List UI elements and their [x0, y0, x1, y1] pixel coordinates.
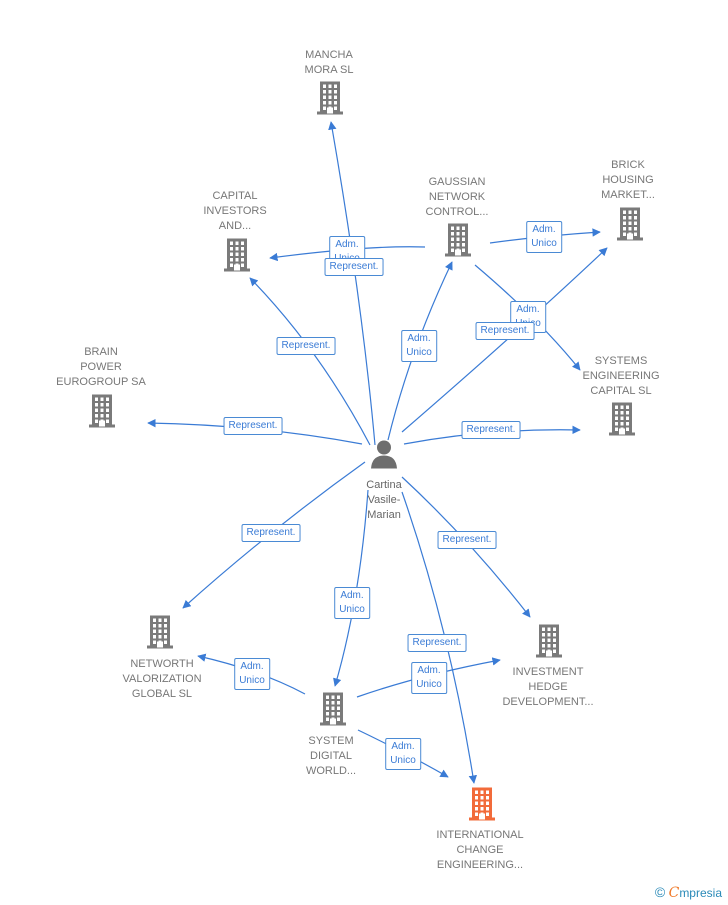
company-label-systems[interactable]: SYSTEMS ENGINEERING CAPITAL SL — [582, 355, 660, 397]
building-icon[interactable] — [316, 80, 344, 121]
edge-role-tag: Represent. — [276, 337, 336, 355]
edge-line — [249, 277, 371, 446]
edge-role-tag: Adm. Unico — [411, 662, 447, 694]
company-label-sdw[interactable]: SYSTEM DIGITAL WORLD... — [305, 735, 357, 777]
edge-role-tag: Represent. — [437, 531, 497, 549]
edge-role-tag: Represent. — [475, 322, 535, 340]
edge-role-tag: Represent. — [324, 258, 384, 276]
edge-role-tag: Adm. Unico — [334, 587, 370, 619]
edge-line — [401, 491, 477, 784]
edge-role-tag: Adm. Unico — [401, 330, 437, 362]
company-label-mancha[interactable]: MANCHA MORA SL — [304, 49, 354, 76]
building-icon[interactable] — [146, 614, 174, 655]
copyright-icon: © — [654, 884, 666, 900]
edge-line — [328, 121, 376, 446]
person-icon[interactable] — [369, 439, 399, 474]
building-icon[interactable] — [223, 237, 251, 278]
brand-initial: C — [668, 885, 680, 901]
building-icon[interactable] — [608, 401, 636, 442]
edge-role-tag: Represent. — [241, 524, 301, 542]
edge-role-tag: Represent. — [407, 634, 467, 652]
company-label-gaussian[interactable]: GAUSSIAN NETWORK CONTROL... — [425, 176, 489, 218]
brand-footer: © Cmpresia — [655, 884, 722, 901]
company-label-brick[interactable]: BRICK HOUSING MARKET... — [601, 159, 655, 201]
edge-role-tag: Represent. — [223, 417, 283, 435]
building-icon[interactable] — [444, 222, 472, 263]
edge-role-tag: Adm. Unico — [385, 738, 421, 770]
company-label-investment[interactable]: INVESTMENT HEDGE DEVELOPMENT... — [502, 666, 594, 708]
building-icon[interactable] — [535, 623, 563, 664]
edge-role-tag: Adm. Unico — [234, 658, 270, 690]
building-icon[interactable] — [468, 786, 496, 827]
building-icon[interactable] — [319, 691, 347, 732]
company-label-networth[interactable]: NETWORTH VALORIZATION GLOBAL SL — [122, 658, 202, 700]
building-icon[interactable] — [88, 393, 116, 434]
company-label-capital[interactable]: CAPITAL INVESTORS AND... — [203, 190, 267, 232]
edge-role-tag: Adm. Unico — [526, 221, 562, 253]
company-label-brain[interactable]: BRAIN POWER EUROGROUP SA — [56, 346, 146, 388]
building-icon[interactable] — [616, 206, 644, 247]
edge-role-tag: Represent. — [461, 421, 521, 439]
brand-name: mpresia — [679, 886, 722, 900]
person-label[interactable]: Cartina Vasile- Marian — [366, 479, 402, 521]
company-label-intl[interactable]: INTERNATIONAL CHANGE ENGINEERING... — [436, 829, 524, 871]
